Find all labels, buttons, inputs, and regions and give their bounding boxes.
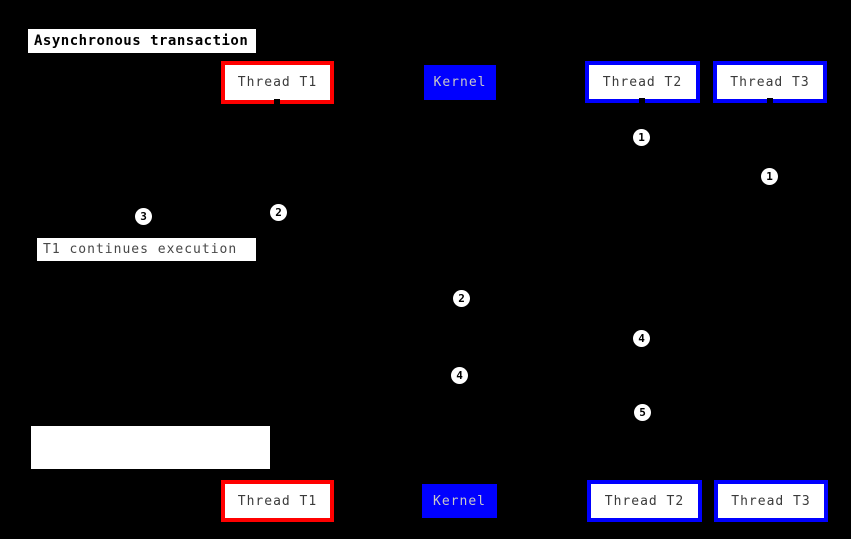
note-t1-continues-execution: T1 continues execution (37, 238, 256, 261)
step-circle-4-thread-t2: 4 (633, 330, 650, 347)
lifeline-stub (274, 474, 280, 481)
step-circle-3-return: 3 (135, 208, 152, 225)
participant-thread-t2-bottom: Thread T2 (587, 480, 702, 522)
participant-label: Thread T2 (604, 493, 685, 509)
participant-label: Thread T3 (731, 493, 811, 509)
step-circle-2-kernel: 2 (453, 290, 470, 307)
participant-thread-t3-top: Thread T3 (713, 61, 827, 103)
participant-thread-t1-bottom: Thread T1 (221, 480, 334, 522)
participant-thread-t3-bottom: Thread T3 (714, 480, 828, 522)
participant-label: Kernel (433, 493, 486, 509)
participant-label: Thread T1 (237, 75, 318, 90)
participant-kernel-top: Kernel (424, 65, 496, 100)
participant-label: Thread T2 (602, 74, 683, 90)
lifeline-stub (639, 98, 645, 105)
lifeline-stub (274, 99, 280, 106)
participant-thread-t2-top: Thread T2 (585, 61, 700, 103)
diagram-title: Asynchronous transaction (28, 29, 256, 53)
note-empty (31, 426, 270, 469)
participant-label: Thread T1 (237, 493, 318, 509)
step-circle-4-kernel: 4 (451, 367, 468, 384)
participant-thread-t1-top: Thread T1 (221, 61, 334, 104)
step-circle-1-thread-t3: 1 (761, 168, 778, 185)
participant-label: Thread T3 (730, 74, 810, 90)
lifeline-stub (767, 98, 773, 105)
step-circle-2-thread-t1: 2 (270, 204, 287, 221)
participant-label: Kernel (433, 75, 487, 90)
step-circle-1-thread-t2: 1 (633, 129, 650, 146)
participant-kernel-bottom: Kernel (422, 484, 497, 518)
step-circle-5-thread-t2: 5 (634, 404, 651, 421)
